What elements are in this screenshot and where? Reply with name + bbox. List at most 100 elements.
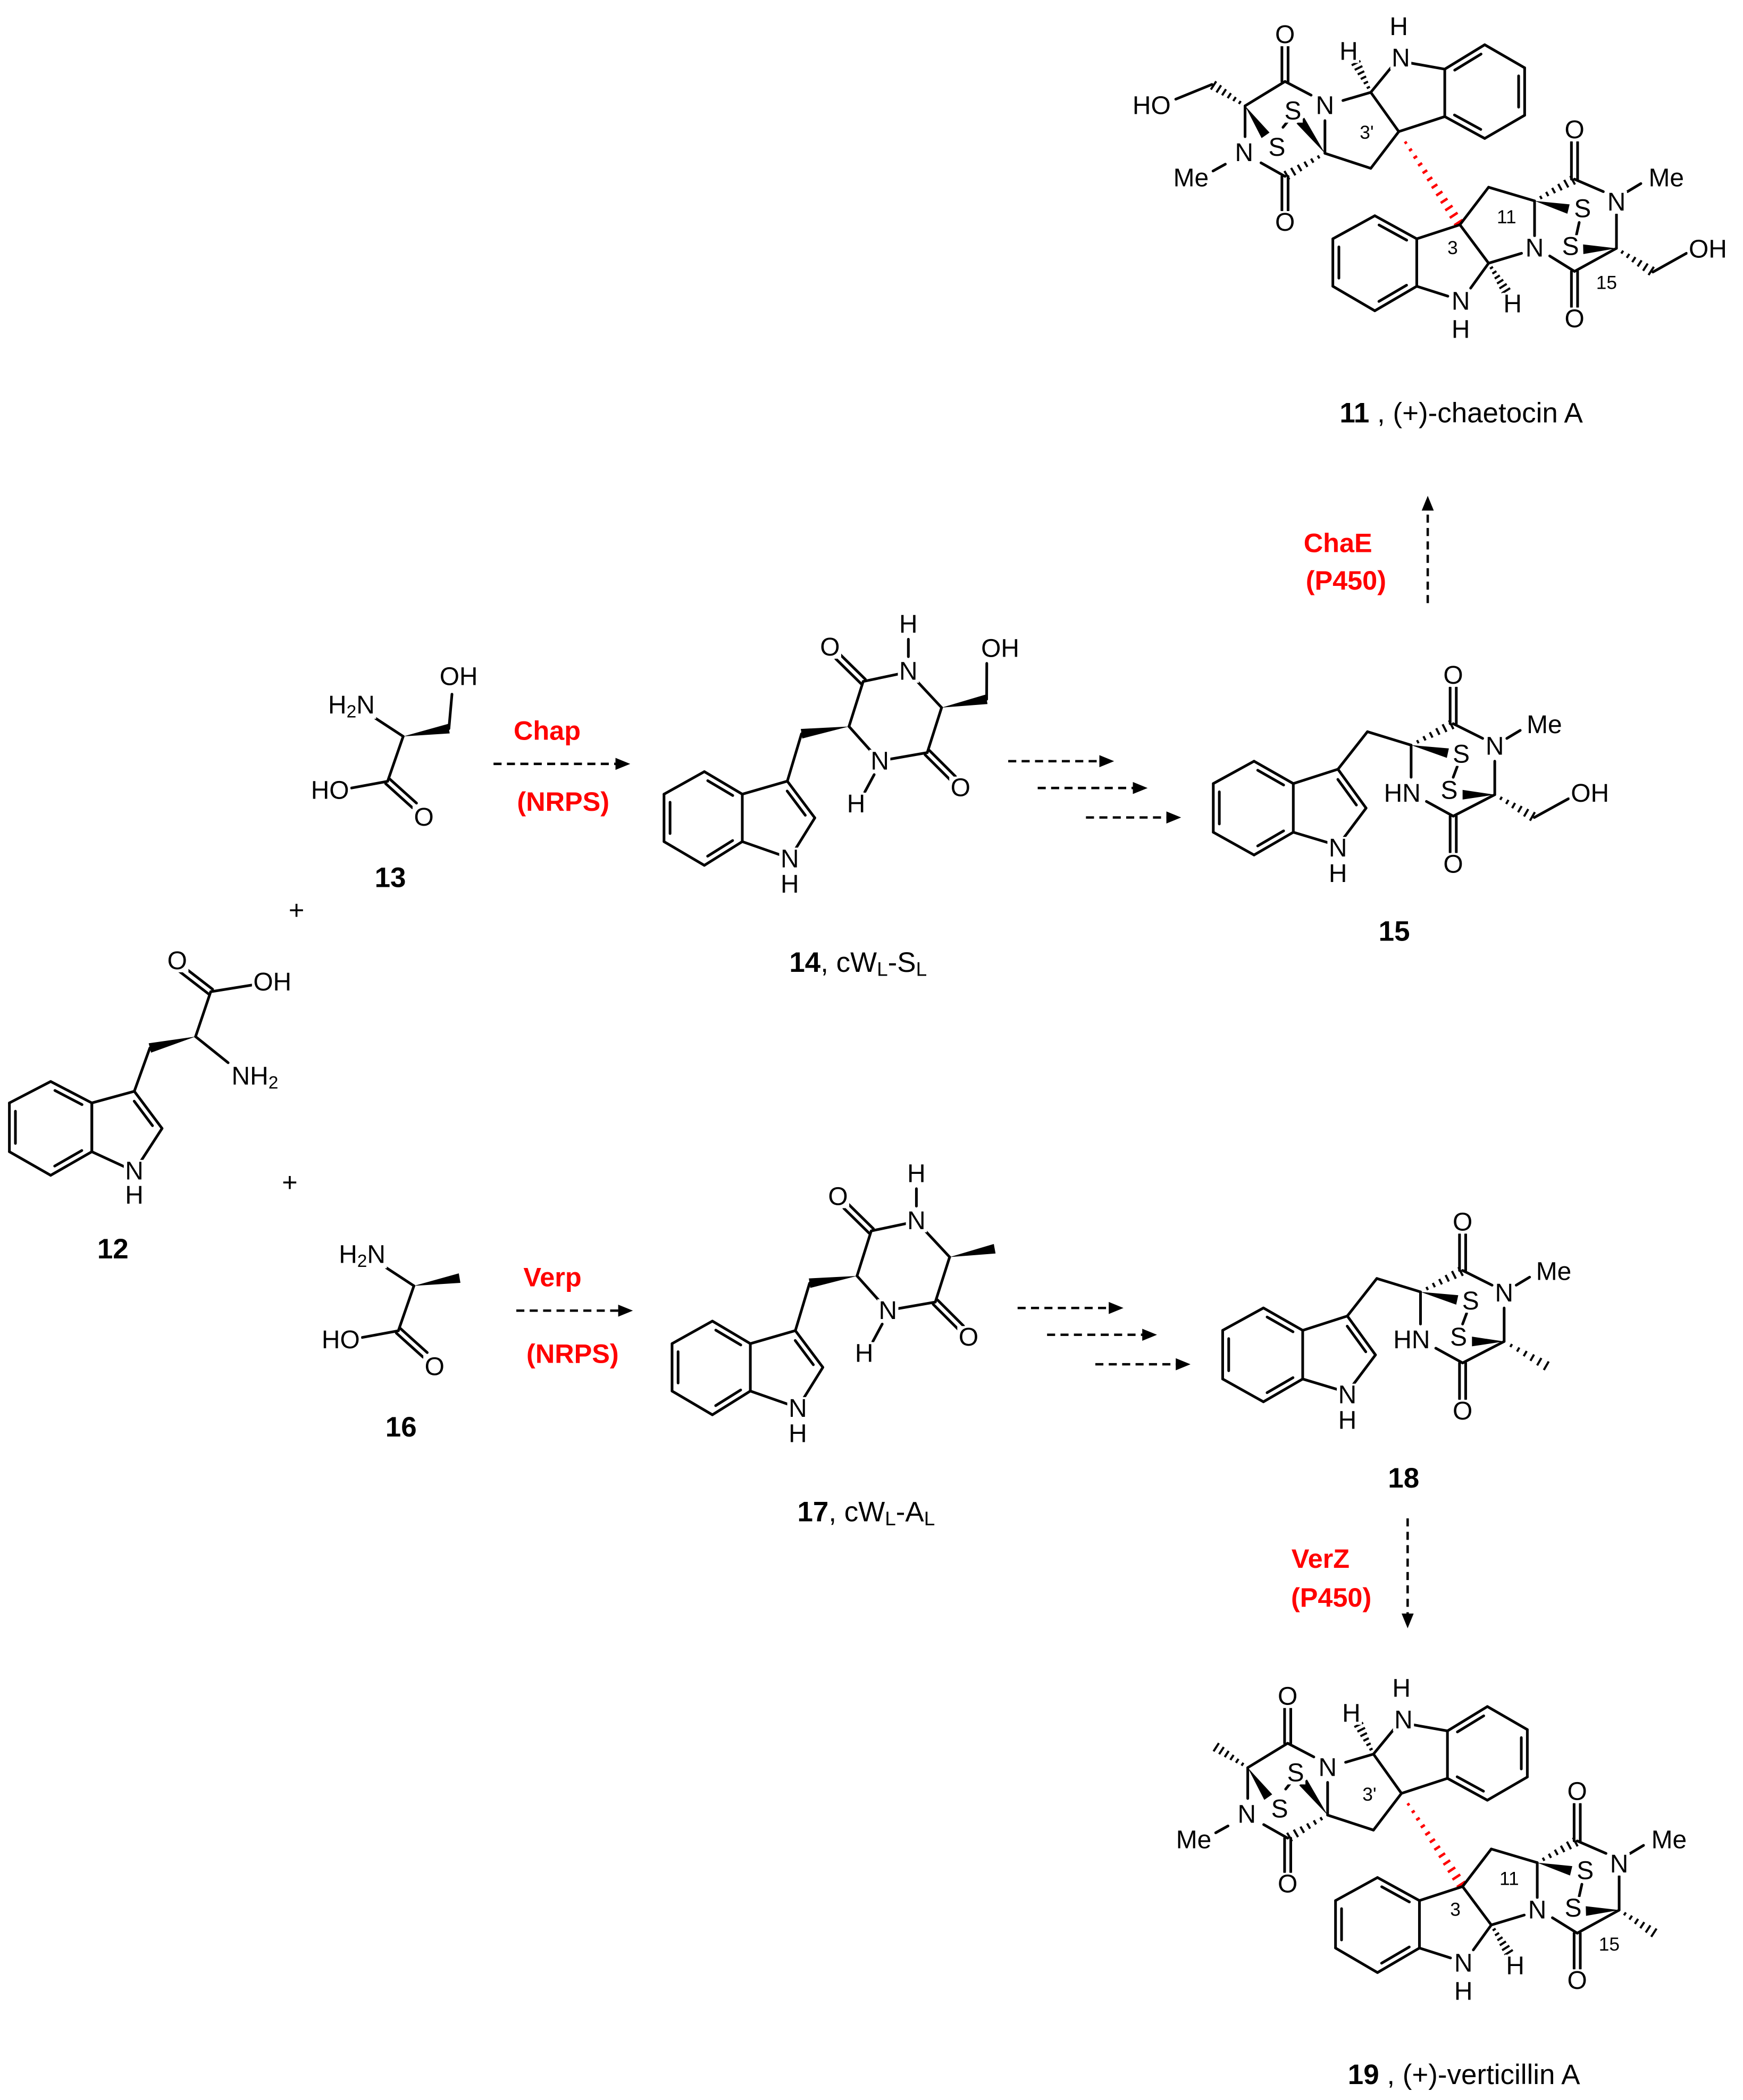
label-background [979,637,1021,660]
hash-bond-segment [1232,96,1237,102]
label-part: H [328,691,347,719]
atom-label: O [167,947,187,975]
ring-inner-double-bond [132,1099,154,1127]
bond [1461,1312,1468,1326]
label-background [438,665,480,688]
bond [1397,115,1446,133]
bond [1415,284,1449,298]
atom-label: HN [1393,1326,1430,1354]
label-background [1337,1383,1358,1407]
ring-inner-double-bond [1456,1714,1485,1734]
hash-bond-segment [1283,170,1291,180]
ring-bond [49,1080,94,1105]
locant-label: 15 [1599,1934,1620,1955]
atom-label: S [1462,1287,1479,1315]
hash-bond-segment [1224,1750,1230,1758]
hash-bond-segment [1290,167,1296,176]
bond [1366,730,1413,747]
plus-sign: + [282,1167,297,1197]
label-background [1448,1902,1462,1918]
ring-bond [786,779,816,819]
atom-label: O [1443,661,1463,690]
bond [1344,1752,1375,1764]
label-background [1504,1954,1526,1978]
atom-label: N [1238,1801,1256,1829]
atom-label: N [1486,733,1504,761]
double-bond [395,1331,425,1359]
label-background [1392,1329,1431,1352]
label-background [845,792,867,816]
label-background [1175,1828,1213,1852]
hash-bond-segment [1539,195,1543,200]
double-bond [839,653,867,681]
label-background [1563,119,1586,141]
ring-bond [1446,1705,1489,1733]
hash-bond-segment [1238,100,1242,105]
wedge-bond [1583,244,1617,254]
locant-label: 3 [1450,1900,1461,1920]
ring-inner-double-bond [1377,223,1409,242]
wedge-bond [1299,1779,1328,1816]
ring-bond [1252,760,1295,785]
bond [1372,1727,1396,1755]
bond [1369,91,1401,133]
label-background [826,1185,850,1208]
label-part: 17 [797,1496,828,1527]
bond [1286,1742,1315,1759]
bond [1411,1723,1449,1733]
label-background [1276,1872,1299,1896]
hash-bond-segment [1523,808,1529,817]
label-background [1338,40,1360,63]
hash-bond-segment [1417,162,1423,167]
bond [786,732,803,783]
arrowhead-icon [1166,811,1181,824]
ring-bond [1212,830,1255,856]
bond [872,1322,884,1343]
atom-label: N [870,747,889,775]
arrowhead-icon [1133,782,1148,794]
label-background [787,1422,809,1446]
wedge-bond [809,1275,857,1288]
label-background [1597,1937,1621,1953]
bond [1346,1277,1378,1317]
hash-bond-segment [1647,266,1655,276]
bond [90,1090,136,1105]
atom-label: S [1271,1795,1288,1823]
bond [1452,793,1496,818]
atom-label: H [1338,1406,1357,1434]
label-background [123,1184,145,1207]
hash-bond-segment [1505,799,1510,805]
ring-bond [671,1390,714,1416]
bond [794,1282,811,1332]
ring-inner-double-bond [1346,1324,1368,1354]
hash-bond-segment [1299,1826,1305,1834]
atom-label: OH [253,968,291,996]
atom-label: N [1315,92,1334,120]
atom-label: N [1452,288,1470,316]
label-background [1453,1952,1474,1975]
atom-label: HO [1133,92,1171,120]
hash-bond-segment [1492,1928,1496,1931]
hash-bond-segment [1504,1949,1514,1956]
label-part: (+)-verticillin A [1403,2059,1580,2090]
label-background [252,971,293,994]
bond [1459,223,1490,265]
label-background [1575,1859,1595,1883]
wedge-bond [949,1244,996,1257]
double-bond [399,1327,429,1354]
arrowhead-icon [1099,755,1114,768]
hash-bond-segment [1354,65,1363,71]
bond [1461,1847,1493,1888]
atom-label: Me [1527,711,1562,739]
label-background [423,1355,446,1379]
hash-bond-segment [1499,796,1503,801]
bond [1434,1347,1464,1365]
enzyme-type: (NRPS) [517,786,609,817]
label-background [1283,99,1303,123]
bond [1652,251,1688,274]
wedge-bond [1411,745,1449,758]
